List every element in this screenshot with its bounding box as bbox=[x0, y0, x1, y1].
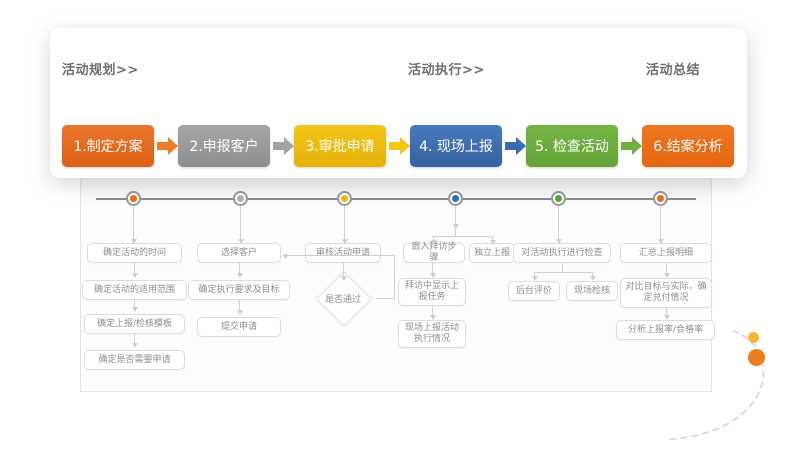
connector bbox=[531, 272, 538, 281]
milestone-report-dot[interactable] bbox=[448, 191, 463, 206]
flow-box[interactable]: 分析上报率/合格率 bbox=[616, 320, 715, 340]
connector bbox=[131, 300, 138, 312]
connector bbox=[534, 272, 592, 273]
arrow-right-icon bbox=[505, 136, 527, 156]
milestone-inspect-dot[interactable] bbox=[551, 191, 566, 206]
flow-box[interactable]: 汇总上报明细 bbox=[620, 243, 712, 263]
milestone-declare-dot[interactable] bbox=[233, 191, 248, 206]
connector bbox=[663, 308, 670, 320]
milestone-plan-dot-core bbox=[130, 195, 137, 202]
flow-box[interactable]: 对比目标与实际，确定兑付情况 bbox=[620, 278, 712, 308]
timeline-stem bbox=[452, 206, 459, 229]
step-button-3[interactable]: 3.审批申请 bbox=[294, 125, 386, 167]
phase-label-1: 活动执行>> bbox=[408, 63, 485, 78]
phase-label-0: 活动规划>> bbox=[62, 63, 139, 78]
connector bbox=[589, 272, 596, 281]
flow-box[interactable]: 确定活动的时间 bbox=[87, 243, 182, 263]
connector bbox=[433, 236, 492, 237]
connector bbox=[236, 263, 243, 278]
arrow-right-icon bbox=[157, 136, 179, 156]
connector bbox=[562, 263, 563, 273]
flow-box[interactable]: 选择客户 bbox=[197, 243, 281, 263]
milestone-report-dot-core bbox=[452, 195, 459, 202]
connector bbox=[376, 298, 395, 299]
milestone-summary-dot[interactable] bbox=[653, 191, 668, 206]
decor-dot-orange bbox=[748, 349, 765, 366]
flow-box[interactable]: 现场上报活动执行情况 bbox=[398, 320, 466, 348]
connector bbox=[429, 306, 436, 320]
timeline-stem bbox=[130, 206, 137, 244]
milestone-declare-dot-core bbox=[237, 195, 244, 202]
timeline-stem bbox=[657, 206, 664, 244]
connector bbox=[131, 334, 138, 348]
arrow-right-icon bbox=[273, 136, 295, 156]
flow-box[interactable]: 提交申请 bbox=[197, 317, 281, 337]
step-button-4[interactable]: 4. 现场上报 bbox=[410, 125, 502, 167]
flow-box[interactable]: 后台评价 bbox=[508, 281, 560, 301]
connector bbox=[286, 255, 395, 256]
connector bbox=[429, 263, 436, 278]
timeline-stem bbox=[341, 206, 348, 244]
arrow-right-icon bbox=[389, 136, 411, 156]
flow-box[interactable]: 确定执行要求及目标 bbox=[188, 280, 290, 300]
flow-box[interactable]: 独立上报 bbox=[469, 243, 515, 263]
connector bbox=[131, 263, 138, 278]
arrow-right-icon bbox=[621, 136, 643, 156]
process-steps-card: 活动规划>> 活动执行>> 活动总结 1.制定方案 2.申报客户 3.审批申请 4. 现场… bbox=[50, 28, 747, 178]
flow-box[interactable]: 审核活动申请 bbox=[305, 243, 381, 263]
phase-label-2: 活动总结 bbox=[646, 63, 701, 78]
connector bbox=[489, 236, 496, 245]
decor-dot-yellow bbox=[748, 332, 759, 343]
step-button-5[interactable]: 5. 检查活动 bbox=[526, 125, 618, 167]
step-button-2[interactable]: 2.申报客户 bbox=[178, 125, 270, 167]
decorative-curve bbox=[669, 330, 765, 440]
flow-decision-label: 是否通过 bbox=[324, 294, 361, 305]
flow-box[interactable]: 确定活动的适用范围 bbox=[82, 280, 187, 300]
flow-decision[interactable]: 是否通过 bbox=[310, 270, 376, 328]
timeline-stem bbox=[555, 206, 562, 244]
connector bbox=[455, 228, 456, 236]
flow-box[interactable]: 确定是否需要申请 bbox=[84, 350, 185, 370]
connector bbox=[430, 236, 437, 245]
milestone-plan-dot[interactable] bbox=[126, 191, 141, 206]
milestone-approve-dot-core bbox=[341, 195, 348, 202]
connector bbox=[236, 300, 243, 315]
timeline-stem bbox=[237, 206, 244, 244]
flow-box[interactable]: 对活动执行进行检查 bbox=[513, 243, 611, 263]
step-button-1[interactable]: 1.制定方案 bbox=[62, 125, 154, 167]
milestone-summary-dot-core bbox=[657, 195, 664, 202]
step-button-6[interactable]: 6.结案分析 bbox=[642, 125, 734, 167]
connector bbox=[282, 252, 289, 259]
flow-box[interactable]: 嵌入拜访步骤 bbox=[403, 242, 465, 263]
timeline-rail bbox=[96, 198, 696, 200]
connector bbox=[394, 255, 395, 299]
flow-box[interactable]: 现场检核 bbox=[566, 281, 618, 301]
flow-box[interactable]: 确定上报/检核模板 bbox=[84, 314, 185, 334]
milestone-approve-dot[interactable] bbox=[337, 191, 352, 206]
connector bbox=[663, 263, 670, 278]
connector bbox=[340, 263, 347, 281]
milestone-inspect-dot-core bbox=[555, 195, 562, 202]
flow-box[interactable]: 拜访中显示上报任务 bbox=[398, 278, 466, 306]
